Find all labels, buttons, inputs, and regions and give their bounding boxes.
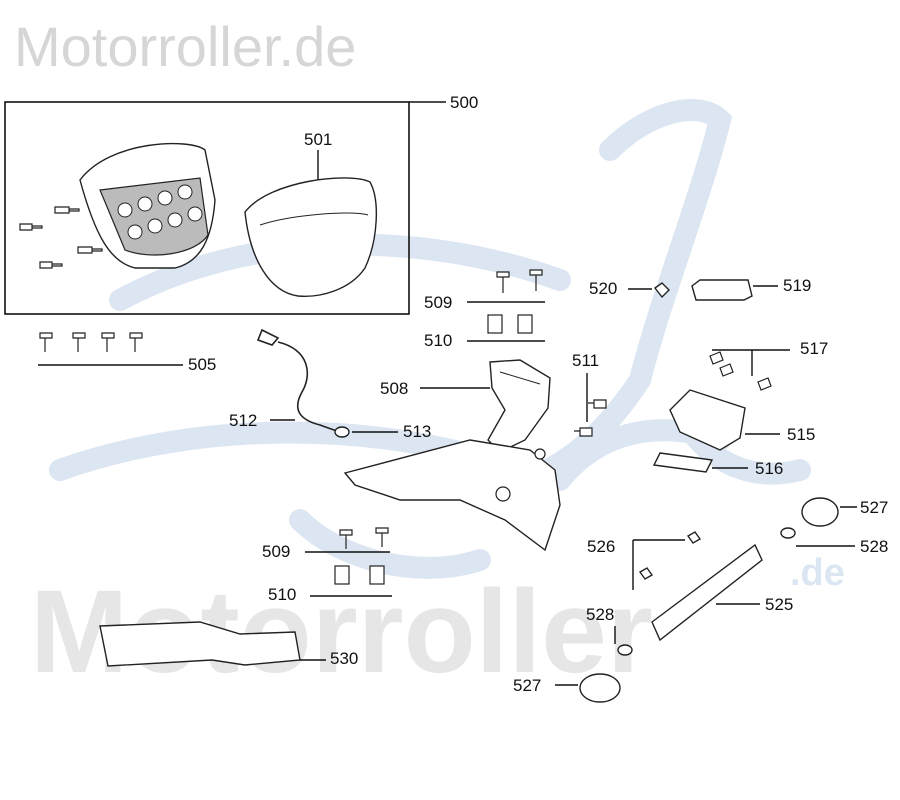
- washer-528-right: [780, 527, 796, 539]
- callout-513: 513: [403, 422, 431, 441]
- lens-501: [244, 177, 378, 297]
- plate-light-516: [652, 452, 714, 473]
- group-box-500: [4, 101, 410, 315]
- callout-527-right: 527: [860, 498, 888, 517]
- lens-501-detail: [259, 212, 369, 226]
- screws-509-bottom: [339, 527, 389, 549]
- screws-500: [19, 206, 103, 269]
- callout-510-bottom: 510: [268, 585, 296, 604]
- callout-528-right: 528: [860, 537, 888, 556]
- callout-516: 516: [755, 459, 783, 478]
- callout-505: 505: [188, 355, 216, 374]
- nut-526-top: [686, 531, 702, 544]
- callout-527-bottom: 527: [513, 676, 541, 695]
- callout-515: 515: [787, 425, 815, 444]
- site-title: Motorroller.de: [14, 15, 357, 78]
- callout-525: 525: [765, 595, 793, 614]
- fender-hole: [534, 448, 546, 460]
- callout-501: 501: [304, 130, 332, 149]
- callout-508: 508: [380, 379, 408, 398]
- callout-509-bottom: 509: [262, 542, 290, 561]
- callout-520: 520: [589, 279, 617, 298]
- rubber-cap-527-right: [801, 497, 839, 527]
- clips-510-bottom: [334, 565, 385, 585]
- harness-512: [256, 328, 341, 433]
- rear-fender-panel: [343, 439, 561, 552]
- washer-528-bottom: [617, 644, 633, 656]
- callout-500: 500: [450, 93, 478, 112]
- callout-517: 517: [800, 339, 828, 358]
- screws-505: [39, 332, 143, 352]
- bracket-508: [487, 359, 551, 453]
- callout-512: 512: [229, 411, 257, 430]
- nut-526-bottom: [638, 567, 654, 580]
- tail-light-housing: [79, 142, 216, 269]
- fender-grommet: [495, 486, 511, 502]
- grommet-513: [334, 426, 350, 438]
- bolts-511: [574, 399, 607, 437]
- callout-526: 526: [587, 537, 615, 556]
- screws-509-top: [496, 269, 543, 293]
- callout-528-bottom: 528: [586, 605, 614, 624]
- reflector-519: [691, 279, 753, 301]
- callout-530: 530: [330, 649, 358, 668]
- watermark-domain: .de: [790, 552, 845, 594]
- rubber-cap-527-bottom: [579, 673, 621, 703]
- clips-510-top: [487, 314, 533, 334]
- strut-525: [651, 543, 763, 642]
- callout-519: 519: [783, 276, 811, 295]
- callout-510-top: 510: [424, 331, 452, 350]
- callout-509-top: 509: [424, 293, 452, 312]
- nut-520: [653, 282, 670, 299]
- callout-511: 511: [572, 351, 599, 370]
- plate-holder-515: [669, 389, 746, 451]
- screws-517: [709, 351, 772, 391]
